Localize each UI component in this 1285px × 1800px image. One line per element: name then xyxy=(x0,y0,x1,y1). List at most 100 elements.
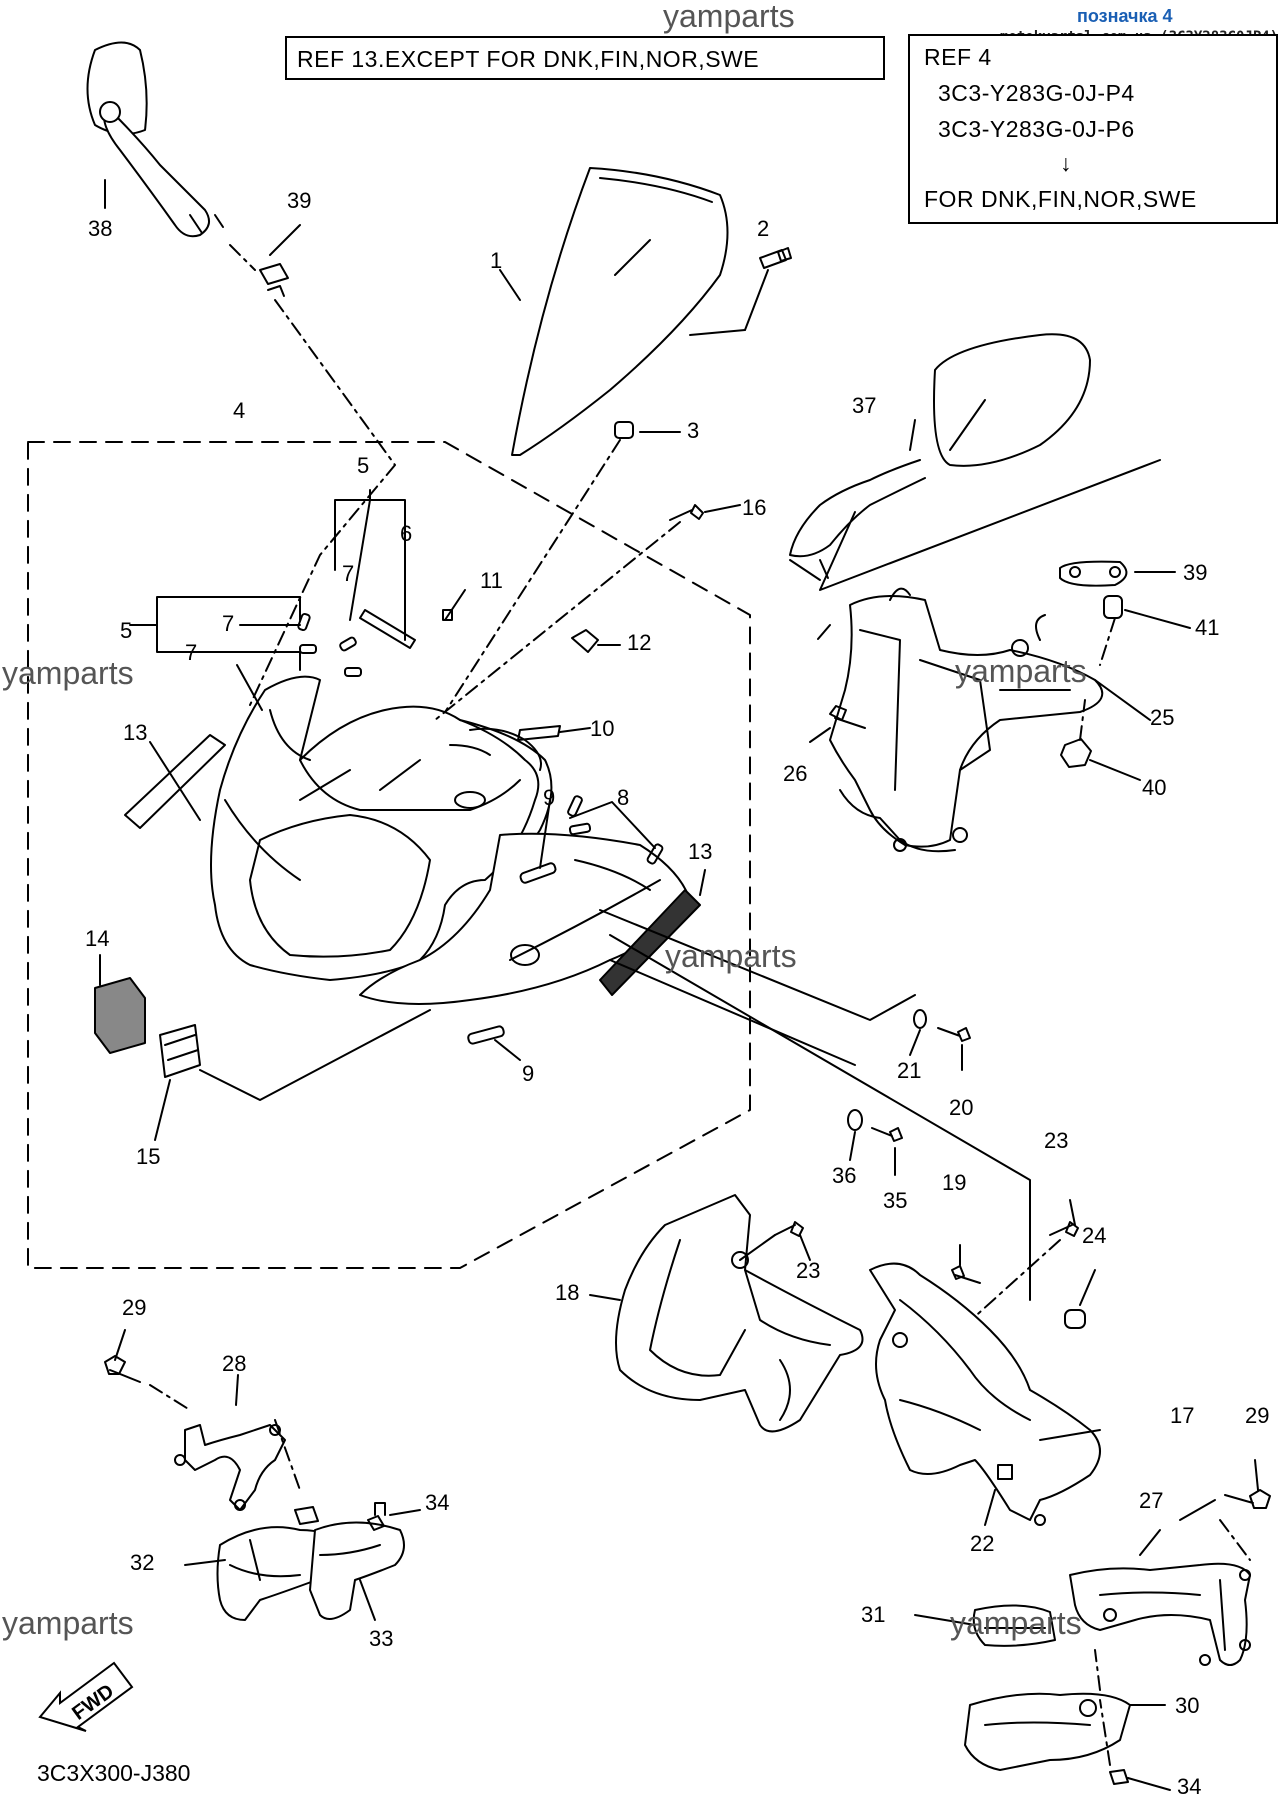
bolt-26 xyxy=(829,705,866,729)
trim-8b xyxy=(568,822,592,836)
mirror-mount-39-left xyxy=(259,263,289,297)
trim-8a xyxy=(567,795,583,817)
callout-38: 38 xyxy=(88,216,113,241)
callout-2: 2 xyxy=(757,216,770,241)
pin-34-left xyxy=(367,1502,386,1531)
clip-22 xyxy=(997,1464,1013,1480)
screw-2 xyxy=(759,247,792,269)
callout-37: 37 xyxy=(852,393,877,418)
bracket-33 xyxy=(309,1521,405,1620)
callout-15: 15 xyxy=(136,1144,161,1169)
ref4-regions: FOR DNK,FIN,NOR,SWE xyxy=(924,186,1197,212)
screw-23-right xyxy=(1049,1221,1079,1237)
callout-32: 32 xyxy=(130,1550,155,1575)
callout-27: 27 xyxy=(1139,1488,1164,1513)
callout-36: 36 xyxy=(832,1163,857,1188)
callout-33: 33 xyxy=(369,1626,394,1651)
callout-29: 29 xyxy=(1245,1403,1270,1428)
trim-9b xyxy=(467,1025,505,1045)
washer-21 xyxy=(913,1009,927,1029)
trim-10 xyxy=(517,725,561,741)
callout-34: 34 xyxy=(1177,1774,1202,1799)
nut-3 xyxy=(614,421,634,439)
ref13-box: REF 13.EXCEPT FOR DNK,FIN,NOR,SWE xyxy=(285,36,885,80)
callout-1: 1 xyxy=(490,248,503,273)
callout-29: 29 xyxy=(122,1295,147,1320)
callout-9: 9 xyxy=(543,785,556,810)
decal-13-right xyxy=(599,889,701,996)
callout-26: 26 xyxy=(783,761,808,786)
screw-35 xyxy=(871,1127,903,1142)
callout-39: 39 xyxy=(287,188,312,213)
callout-28: 28 xyxy=(222,1351,247,1376)
callout-10: 10 xyxy=(590,716,615,741)
watermark: yamparts xyxy=(955,653,1087,689)
inner-cover-17 xyxy=(869,1262,1101,1521)
bracket-31 xyxy=(972,1604,1056,1647)
callout-5: 5 xyxy=(357,453,370,478)
screw-19 xyxy=(951,1265,981,1284)
trim-8c xyxy=(646,843,664,865)
bolt-16 xyxy=(669,504,704,521)
forward-arrow-icon: FWD xyxy=(38,1661,134,1732)
callout-3: 3 xyxy=(687,418,700,443)
callout-4: 4 xyxy=(233,398,246,423)
ref4-box: REF 4 3C3-Y283G-0J-P4 3C3-Y283G-0J-P6 ↓ … xyxy=(908,34,1278,224)
callout-24: 24 xyxy=(1082,1223,1107,1248)
callout-6: 6 xyxy=(400,521,413,546)
nut-12 xyxy=(571,629,599,653)
callout-17: 17 xyxy=(1170,1403,1195,1428)
bolt-29-right xyxy=(1224,1489,1271,1509)
collar-41 xyxy=(1103,595,1123,619)
inner-cover-18 xyxy=(615,1194,864,1433)
ref4-title: REF 4 xyxy=(924,44,992,70)
page-marker-link[interactable]: позначка 4 xyxy=(1077,6,1173,26)
callout-14: 14 xyxy=(85,926,110,951)
watermark: yamparts xyxy=(950,1605,1082,1641)
cowling-main xyxy=(210,675,540,981)
callout-23: 23 xyxy=(1044,1128,1069,1153)
nut-40 xyxy=(1060,738,1092,768)
bulb-15 xyxy=(159,1024,201,1078)
callout-21: 21 xyxy=(897,1058,922,1083)
callout-7: 7 xyxy=(222,611,235,636)
callout-40: 40 xyxy=(1142,775,1167,800)
pin-34-right xyxy=(1109,1769,1129,1785)
callout-41: 41 xyxy=(1195,615,1220,640)
callout-11: 11 xyxy=(480,568,503,593)
clip-11 xyxy=(442,609,453,621)
collar-24 xyxy=(1064,1309,1086,1329)
assembly-4-dashed-outline xyxy=(27,441,751,1269)
trim-9a xyxy=(519,862,557,884)
callout-18: 18 xyxy=(555,1280,580,1305)
callout-30: 30 xyxy=(1175,1693,1200,1718)
callout-19: 19 xyxy=(942,1170,967,1195)
callout-31: 31 xyxy=(861,1602,886,1627)
rubber-7c xyxy=(344,667,362,677)
windscreen-1 xyxy=(511,167,729,456)
rubber-7d xyxy=(339,636,357,652)
callout-8: 8 xyxy=(617,785,630,810)
callout-12: 12 xyxy=(627,630,652,655)
strip-6 xyxy=(359,609,416,649)
callout-25: 25 xyxy=(1150,705,1175,730)
bracket-32 xyxy=(216,1526,341,1621)
callout-13: 13 xyxy=(688,839,713,864)
callout-39: 39 xyxy=(1183,560,1208,585)
callout-16: 16 xyxy=(742,495,767,520)
watermark: yamparts xyxy=(665,938,797,974)
callout-9: 9 xyxy=(522,1061,535,1086)
screw-23-left xyxy=(774,1221,804,1237)
bracket-27 xyxy=(1069,1562,1251,1666)
rubber-7b xyxy=(299,644,317,654)
watermark: yamparts xyxy=(2,655,134,691)
callout-5: 5 xyxy=(120,618,133,643)
callout-7: 7 xyxy=(185,640,198,665)
callout-34: 34 xyxy=(425,1490,450,1515)
screw-20 xyxy=(937,1027,971,1042)
callout-20: 20 xyxy=(949,1095,974,1120)
watermark: yamparts xyxy=(2,1605,134,1641)
bolt-29-left xyxy=(104,1355,141,1383)
callout-23: 23 xyxy=(796,1258,821,1283)
